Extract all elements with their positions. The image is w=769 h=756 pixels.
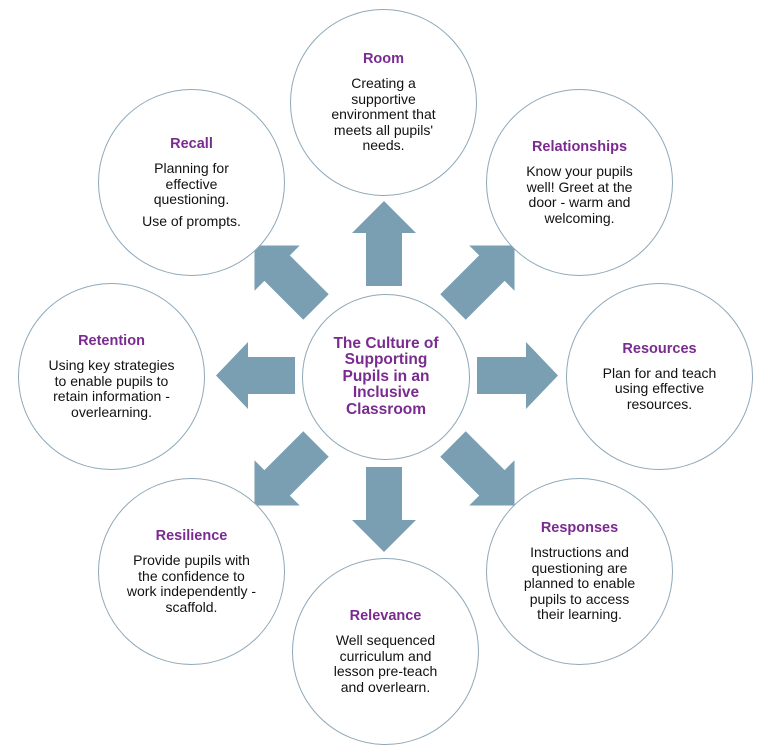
arrow-right — [477, 342, 558, 409]
retention-circle: Retention Using key strategies to enable… — [18, 283, 205, 470]
resilience-text: Provide pupils with the confidence to wo… — [126, 552, 257, 615]
room-circle: Room Creating a supportive environment t… — [290, 9, 477, 196]
arrow-down-right — [440, 431, 515, 506]
relevance-circle: Relevance Well sequenced curriculum and … — [292, 558, 479, 745]
arrow-up-left — [254, 245, 329, 320]
relationships-title: Relationships — [531, 139, 628, 155]
resources-text: Plan for and teach using effective resou… — [602, 364, 717, 412]
room-text: Creating a supportive environment that m… — [331, 75, 436, 154]
arrow-down — [352, 467, 416, 552]
center-title: The Culture of Supporting Pupils in an I… — [333, 334, 439, 418]
responses-title: Responses — [540, 520, 619, 537]
recall-title: Recall — [170, 136, 213, 152]
arrow-down-left — [254, 431, 329, 506]
relevance-title: Relevance — [349, 608, 422, 624]
arrow-up — [352, 201, 416, 286]
room-title: Room — [362, 51, 405, 68]
arrow-left — [216, 342, 295, 409]
responses-text: Instructions and questioning are planned… — [523, 544, 636, 623]
center-circle: The Culture of Supporting Pupils in an I… — [302, 294, 470, 460]
recall-circle: Recall Planning for effective questionin… — [98, 89, 285, 276]
resilience-circle: Resilience Provide pupils with the confi… — [98, 478, 285, 665]
retention-title: Retention — [78, 333, 145, 349]
arrow-up-right — [440, 245, 515, 320]
resources-title: Resources — [622, 340, 697, 357]
recall-text: Planning for effective questioning. Use … — [142, 160, 241, 229]
retention-text: Using key strategies to enable pupils to… — [48, 357, 175, 420]
relationships-circle: Relationships Know your pupils well! Gre… — [486, 89, 673, 276]
responses-circle: Responses Instructions and questioning a… — [486, 478, 673, 665]
resources-circle: Resources Plan for and teach using effec… — [566, 283, 753, 470]
relevance-text: Well sequenced curriculum and lesson pre… — [333, 632, 438, 695]
resilience-title: Resilience — [155, 528, 228, 544]
relationships-text: Know your pupils well! Greet at the door… — [526, 163, 633, 226]
